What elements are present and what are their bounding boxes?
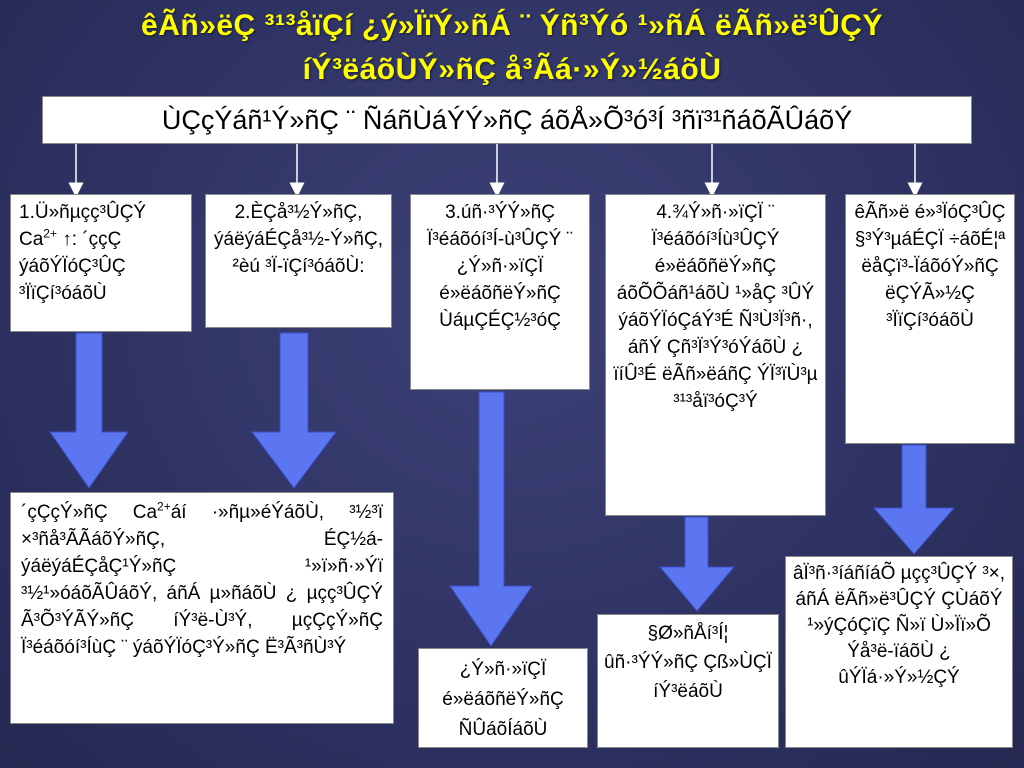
cause-1-number: 1. [19,202,35,223]
block-arrow-5 [872,444,956,555]
cause-1-text-before: Ü»ñµçç³ÛÇÝ Ca [19,202,147,250]
effect-box-4: §Ø»ñÅí³Í¦ ûñ·³ÝÝ»ñÇ Çß»ÙÇÏ íÝ³ëáõÙ [597,614,779,748]
effect-1-sup: 2+ [157,499,171,514]
connector-lines [68,144,923,198]
cause-box-1: 1.Ü»ñµçç³ÛÇÝ Ca2+ ↑: ´ççÇ ýáõÝÏóÇ³ÛÇ ³Ïï… [10,194,192,332]
cause-box-4: 4.¾Ý»ñ·»ïÇÏ ¨ Ï³éáõóí³Íù³ÛÇÝ é»ëáõñëÝ»ñÇ… [605,194,826,516]
block-arrow-3 [449,391,533,647]
effect-1-text-after: áí ·»ñµ»éÝáõÙ, ³½³ï ×³ñå³ÃÃáõÝ»ñÇ, ÉÇ½á-… [21,502,383,658]
title-line-1: êÃñ»ëÇ ³¹³åïÇí ¿ý»ÏïÝ»ñÁ ¨ Ýñ³Ýó ¹»ñÁ ëÃ… [141,9,883,42]
effect-1-text-before: ´çÇçÝ»ñÇ Ca [21,502,158,523]
block-arrow-1 [49,332,129,489]
block-arrow-4 [658,516,736,612]
root-box: ÙÇçÝáñ¹Ý»ñÇ ¨ ÑáñÙáÝÝ»ñÇ áõÅ»Õ³ó³Í ³ñï³¹… [42,96,972,144]
diagram-title: êÃñ»ëÇ ³¹³åïÇí ¿ý»ÏïÝ»ñÁ ¨ Ýñ³Ýó ¹»ñÁ ëÃ… [0,4,1024,92]
cause-1-text-after: ↑: ´ççÇ ýáõÝÏóÇ³ÛÇ ³ÏïÇí³óáõÙ [19,229,126,304]
effect-box-3: ¿Ý»ñ·»ïÇÏ é»ëáõñëÝ»ñÇ ÑÛáõÍáõÙ [418,648,588,748]
cause-box-5: êÃñ»ë é»³ÏóÇ³ÛÇ §³Ý³µáÉÇÏ ÷áõÉ¦ª ëåÇï³-Ï… [845,194,1015,444]
cause-box-2: 2.ÈÇå³½Ý»ñÇ, ýáëýáÉÇå³½-Ý»ñÇ, ²èú ³Ï-ïÇí… [205,194,392,328]
cause-box-3: 3.úñ·³ÝÝ»ñÇ Ï³éáõóí³Í-ù³ÛÇÝ ¨ ¿Ý»ñ·»ïÇÏ … [410,194,590,390]
cause-1-sup: 2+ [43,226,57,241]
effect-box-5: âÏ³ñ·³íáñíáÕ µçç³ÛÇÝ ³×, áñÁ ëÃñ»ë³ÛÇÝ Ç… [785,556,1013,748]
effect-box-1: ´çÇçÝ»ñÇ Ca2+áí ·»ñµ»éÝáõÙ, ³½³ï ×³ñå³ÃÃ… [10,492,394,724]
block-arrows [49,332,956,647]
title-line-2: íÝ³ëáõÙÝ»ñÇ å³Ãá·»Ý»½áõÙ [302,53,722,86]
block-arrow-2 [251,332,337,489]
